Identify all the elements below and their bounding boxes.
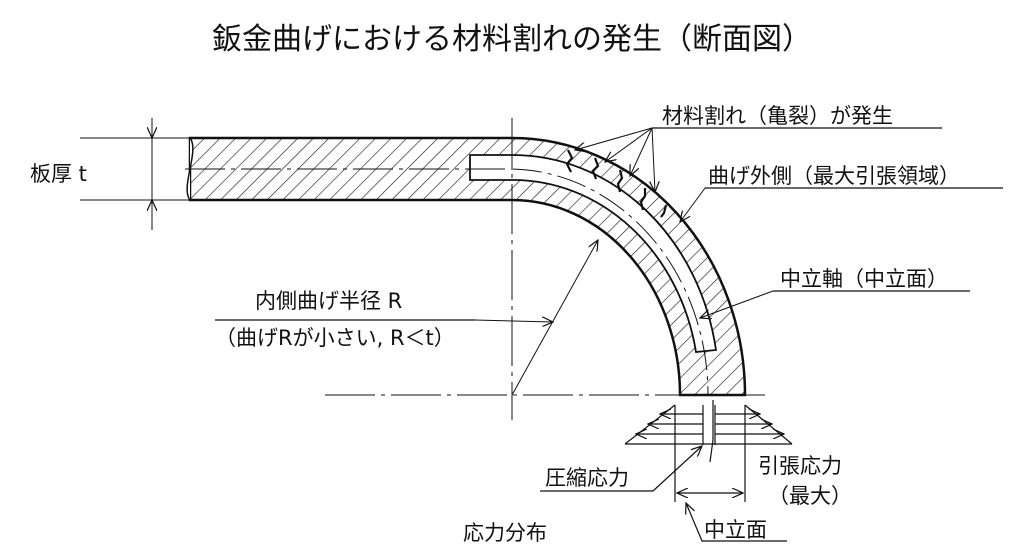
sheet-metal-section	[188, 136, 747, 397]
stress-distribution-label: 応力分布	[463, 521, 547, 545]
diagram-title: 鈑金曲げにおける材料割れの発生（断面図）	[212, 22, 812, 57]
crack-marks	[565, 149, 668, 218]
outer-side-label: 曲げ外側（最大引張領域）	[708, 164, 960, 188]
neutral-plane-label: 中立面	[704, 518, 767, 542]
tensile-stress-max-label: （最大）	[768, 484, 852, 508]
stress-distribution	[540, 400, 793, 542]
inner-radius-label: 内側曲げ半径 R	[255, 289, 403, 313]
inner-radius-note: （曲げRが小さい, R＜t）	[215, 326, 455, 350]
crack-label: 材料割れ（亀裂）が発生	[662, 104, 893, 128]
neutral-slot	[469, 154, 718, 353]
tensile-stress-label: 引張応力	[758, 454, 842, 478]
thickness-label: 板厚 t	[30, 162, 87, 186]
neutral-axis-label: 中立軸（中立面）	[780, 267, 948, 291]
compressive-stress-label: 圧縮応力	[545, 466, 629, 490]
